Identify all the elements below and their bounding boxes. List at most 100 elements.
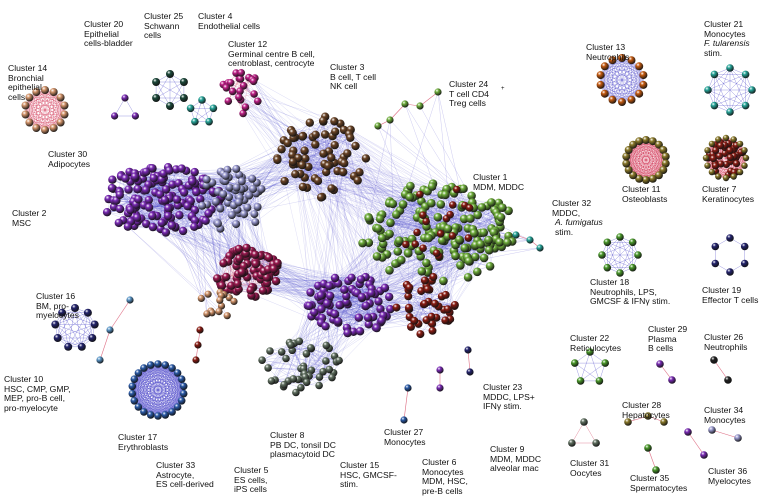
node-cluster-1 — [479, 253, 489, 263]
node-cluster-18 — [628, 263, 637, 272]
node-cluster-12 — [228, 87, 237, 96]
edge — [713, 359, 729, 381]
edge — [302, 129, 351, 166]
node-cluster-7 — [717, 160, 725, 168]
label-cluster-11: Cluster 11 Osteoblasts — [622, 184, 668, 204]
node-cluster-3 — [313, 176, 323, 186]
edge — [227, 164, 330, 170]
edge — [306, 120, 324, 188]
node-cluster-6 — [386, 305, 395, 314]
label-cluster-31: Cluster 31 Oocytes — [570, 458, 610, 478]
node-cluster-1 — [463, 273, 473, 282]
node-cluster-5 — [197, 294, 205, 302]
node-cluster-18 — [616, 233, 624, 241]
edge — [283, 140, 366, 159]
edge — [223, 133, 350, 174]
edge — [631, 74, 644, 100]
edge — [36, 91, 46, 131]
node-cluster-8 — [251, 250, 260, 259]
edge — [459, 207, 462, 241]
node-cluster-15 — [325, 365, 334, 374]
node-cluster-15 — [295, 337, 304, 346]
node-cluster-17 — [130, 397, 139, 405]
node-cluster-2 — [123, 222, 133, 231]
edge — [132, 386, 159, 417]
node-cluster-15 — [287, 341, 295, 349]
node-cluster-32 — [526, 236, 534, 244]
node-cluster-15 — [277, 348, 286, 356]
node-cluster-5 — [216, 296, 224, 304]
node-cluster-4 — [202, 175, 211, 184]
edge — [377, 125, 452, 188]
node-cluster-2 — [133, 184, 143, 194]
node-cluster-4 — [216, 204, 225, 213]
edge — [25, 91, 37, 115]
edge — [604, 66, 623, 103]
node-cluster-31 — [592, 439, 600, 447]
node-cluster-10 — [96, 356, 104, 364]
edge — [321, 189, 408, 198]
edge — [132, 364, 151, 394]
node-cluster-1 — [427, 198, 436, 208]
edge — [604, 60, 613, 94]
node-cluster-21 — [726, 108, 734, 116]
edge — [334, 305, 367, 315]
edge — [380, 215, 430, 232]
node-cluster-13 — [596, 80, 605, 89]
node-cluster-4 — [248, 174, 257, 183]
edge — [305, 320, 382, 377]
edge — [408, 194, 446, 290]
edge — [417, 217, 492, 229]
edge — [244, 143, 288, 215]
node-cluster-1-core — [449, 201, 457, 209]
node-cluster-36 — [684, 428, 692, 436]
edge — [600, 84, 632, 101]
edge — [299, 341, 330, 370]
node-cluster-13 — [627, 95, 636, 104]
node-cluster-1 — [451, 251, 460, 261]
edge — [57, 324, 95, 339]
node-cluster-6 — [347, 273, 356, 282]
edge — [707, 89, 731, 113]
node-cluster-7-ring — [730, 173, 737, 180]
edge — [406, 256, 421, 285]
edge — [467, 349, 471, 373]
edge — [330, 239, 489, 313]
node-cluster-9 — [441, 290, 450, 299]
node-cluster-11 — [659, 146, 668, 154]
edge — [267, 295, 328, 369]
node-cluster-15 — [266, 347, 274, 355]
node-cluster-11 — [622, 159, 631, 168]
edge — [329, 164, 366, 278]
node-cluster-4 — [249, 185, 257, 193]
edge — [329, 164, 352, 278]
edge — [322, 196, 386, 288]
node-cluster-12 — [253, 97, 262, 106]
edge — [55, 307, 76, 325]
edge — [633, 169, 664, 176]
edge — [267, 295, 347, 369]
node-cluster-16 — [51, 320, 60, 329]
edge — [256, 136, 313, 183]
edge — [177, 205, 195, 227]
edge — [252, 79, 316, 135]
label-cluster-12: Cluster 12 Germinal centre B cell, centr… — [228, 39, 315, 69]
node-cluster-2 — [142, 219, 151, 229]
edge — [333, 189, 381, 292]
node-cluster-1 — [397, 255, 406, 265]
edge — [328, 299, 381, 310]
edge — [99, 329, 111, 361]
edge — [29, 89, 46, 123]
edge — [277, 262, 323, 296]
edge — [292, 123, 341, 133]
edge — [235, 72, 306, 159]
node-cluster-13 — [600, 62, 609, 71]
node-cluster-32 — [536, 244, 544, 252]
edge — [257, 101, 333, 137]
node-cluster-21 — [704, 86, 712, 94]
node-cluster-20 — [152, 78, 161, 86]
edge — [133, 183, 179, 217]
node-cluster-28 — [644, 412, 652, 420]
node-cluster-7-ring — [715, 173, 722, 180]
edge — [612, 60, 623, 103]
